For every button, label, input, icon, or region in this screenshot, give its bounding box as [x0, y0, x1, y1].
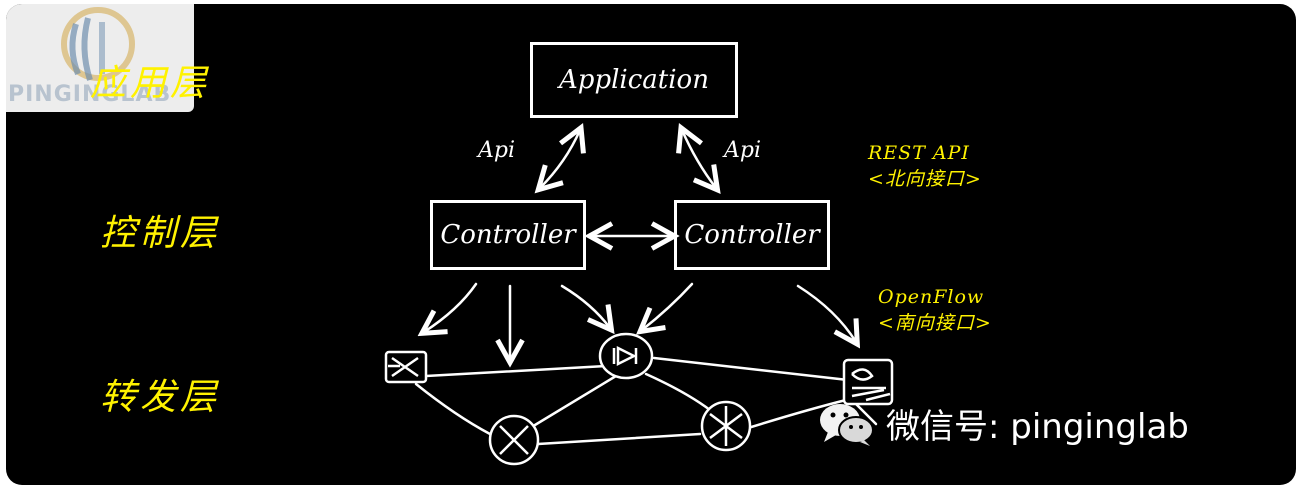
application-box: Application [530, 42, 738, 118]
southbound-note-line1: OpenFlow [878, 286, 985, 308]
arrow-app-right-controller [682, 130, 716, 188]
link-s2-s3 [528, 374, 618, 430]
arrow-c1-s1 [424, 282, 478, 332]
switch-6-icon [842, 358, 894, 406]
arrow-c2-s3 [642, 282, 694, 330]
link-s1-s3 [424, 364, 608, 378]
link-s5-s6 [746, 398, 848, 430]
northbound-note: REST API <北向接口> [868, 140, 982, 192]
layer-label-forwarding: 转发层 [100, 377, 221, 418]
northbound-note-line2: <北向接口> [868, 168, 982, 190]
controller-right-label: Controller [684, 220, 820, 250]
switch-5-icon [700, 400, 752, 452]
api-label-right: Api [724, 138, 762, 163]
southbound-note: OpenFlow <南向接口> [878, 284, 992, 336]
link-s3-s6 [652, 356, 850, 382]
api-label-left: Api [478, 138, 516, 163]
controller-left-label: Controller [440, 220, 576, 250]
southbound-note-line2: <南向接口> [878, 312, 992, 334]
logo-mark-icon [61, 7, 135, 81]
link-s3-s5 [644, 372, 712, 412]
topology-lines [384, 4, 894, 466]
layer-label-control: 控制层 [100, 213, 221, 254]
application-label: Application [559, 65, 709, 95]
diagram-board: PINGINGLAB 应用层 控制层 转发层 [6, 4, 1296, 485]
controller-left-box: Controller [430, 200, 586, 270]
arrow-c2-s6 [796, 284, 856, 342]
switch-3-icon [598, 332, 654, 380]
wechat-icon [820, 403, 874, 446]
wechat-watermark: 微信号: pinginglab [816, 399, 1189, 448]
layer-label-application: 应用层 [90, 63, 211, 104]
logo: PINGINGLAB [6, 4, 194, 112]
switch-1-icon [384, 350, 428, 384]
link-s1-s2 [414, 382, 492, 436]
arrow-c1-s3 [560, 284, 610, 328]
logo-text: PINGINGLAB [8, 82, 172, 107]
wechat-text: 微信号: pinginglab [886, 407, 1189, 447]
link-s2-s5 [536, 432, 702, 446]
arrow-app-left-controller [540, 130, 580, 188]
northbound-note-line1: REST API [868, 142, 970, 164]
controller-right-box: Controller [674, 200, 830, 270]
switch-2-icon [488, 414, 540, 466]
